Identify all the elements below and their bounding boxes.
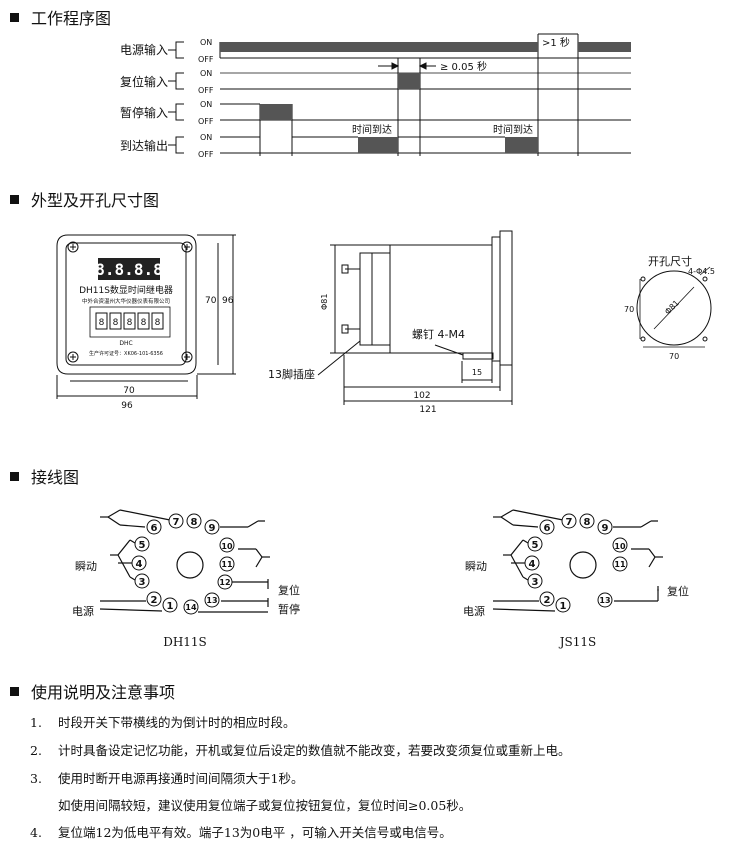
pin-7: 7 [566,517,573,528]
pin-1: 1 [560,601,567,612]
dim-70-front-v: 70 [205,296,217,306]
note-item: 4.复位端12为低电平有效。端子13为0电平 ，可输入开关信号或电信号。 [30,825,452,840]
pin-11: 11 [221,560,233,569]
pin-6: 6 [151,523,158,534]
timing-diagram: 电源输入 复位输入 暂停输入 到达输出 ON OFF ON OFF ON OFF… [120,33,631,159]
dim-15: 15 [472,368,482,377]
reset-label: 复位 [278,583,300,597]
brand-logo: DHC [119,340,132,347]
pin-10: 10 [221,542,233,551]
off-label: OFF [198,55,214,64]
holes-label: 4-Φ4.5 [688,267,715,276]
pin-3: 3 [139,577,146,588]
pin-2: 2 [151,595,158,606]
pin-13: 13 [599,596,610,605]
dim-102: 102 [413,391,430,401]
pin-9: 9 [602,523,609,534]
dim-81-side: Φ81 [320,294,329,310]
wiring-diagram-dh11s: 1 2 3 4 5 6 7 8 9 10 11 12 13 14 瞬动 电源 复… [72,509,300,649]
time-arrive-annotation-1: 时间到达 [352,123,392,136]
section-title-wiring: 接线图 [10,464,79,488]
on-label: ON [200,100,212,109]
device-title: DH11S数显时间继电器 [79,284,173,296]
pin-4: 4 [136,559,143,570]
pin-8: 8 [584,517,591,528]
pin-2: 2 [544,595,551,606]
model-label-js11s: JS11S [558,635,597,649]
timing-label-reset: 复位输入 [120,74,168,89]
license-text: 生产许可证号：XK06-101-6356 [89,350,163,357]
thumbwheel-digit: 8 [113,318,119,328]
pin-5: 5 [139,540,146,551]
thumbwheel-digit: 8 [127,318,133,328]
on-label: ON [200,38,212,47]
on-label: ON [200,133,212,142]
square-bullet-icon [10,686,19,696]
dim-96-front: 96 [121,401,133,411]
led-display: 8.8.8.8 [95,260,162,279]
timing-label-output: 到达输出 [120,138,168,153]
socket-label: 13脚插座 [268,367,315,381]
pin-9: 9 [209,523,216,534]
thumbwheel-digit: 8 [155,318,161,328]
pin-8: 8 [191,517,198,528]
power-label: 电源 [463,604,485,618]
cut-dim-70-h: 70 [669,352,679,361]
screw-label: 螺钉 4-M4 [412,328,465,341]
pin-1: 1 [167,601,174,612]
square-bullet-icon [10,471,19,481]
dim-70-front: 70 [123,386,135,396]
off-label: OFF [198,86,214,95]
note-item: 2.计时具备设定记忆功能，开机或复位后设定的数值就不能改变，若要改变须复位或重新… [30,743,571,758]
timing-label-pause: 暂停输入 [120,105,168,120]
note-item: 如使用间隔较短，建议使用复位端子或复位按钮复位，复位时间≥0.05秒。 [58,798,472,813]
cut-dim-70-v: 70 [624,305,634,314]
reset-label: 复位 [667,584,689,598]
off-label: OFF [198,117,214,126]
off-label: OFF [198,150,214,159]
thumbwheel-digit: 8 [141,318,147,328]
pin-7: 7 [173,517,180,528]
pin-14: 14 [185,603,197,612]
ge005s-annotation: ≥ 0.05 秒 [440,60,487,73]
pin-12: 12 [219,578,230,587]
section-title-timing: 工作程序图 [10,5,111,29]
dim-96-front-v: 96 [222,296,234,306]
gt1s-annotation: >1 秒 [542,36,570,49]
note-item: 1.时段开关下带横线的为倒计时的相应时段。 [30,715,296,730]
wiring-diagram-js11s: 1 2 3 4 5 6 7 8 9 10 11 13 瞬动 电源 复位 JS11… [463,509,689,649]
pin-10: 10 [614,542,626,551]
timing-label-power: 电源输入 [120,42,168,57]
cutout-label: 开孔尺寸 [648,254,692,268]
thumbwheel-digit: 8 [99,318,105,328]
instant-label: 瞬动 [465,560,487,573]
section-title-outline: 外型及开孔尺寸图 [10,187,159,211]
pin-6: 6 [544,523,551,534]
pin-5: 5 [532,540,539,551]
model-label-dh11s: DH11S [163,635,207,649]
device-company: 中外合资温州大华仪器仪表有限公司 [82,297,170,305]
on-label: ON [200,69,212,78]
dim-121: 121 [419,405,436,415]
pause-label: 暂停 [278,602,300,616]
square-bullet-icon [10,194,19,204]
note-item: 3.使用时断开电源再接通时间间隔须大于1秒。 [30,771,304,786]
time-arrive-annotation-2: 时间到达 [493,123,533,136]
square-bullet-icon [10,12,19,22]
pin-11: 11 [614,560,626,569]
instant-label: 瞬动 [75,560,97,573]
outline-drawing: 8.8.8.8 DH11S数显时间继电器 中外合资温州大华仪器仪表有限公司 8 … [56,230,715,415]
power-label: 电源 [72,604,94,618]
cut-dim-81: Φ81 [663,298,681,316]
pin-13: 13 [206,596,217,605]
pin-4: 4 [529,559,536,570]
pin-3: 3 [532,577,539,588]
section-title-usage: 使用说明及注意事项 [10,679,175,703]
